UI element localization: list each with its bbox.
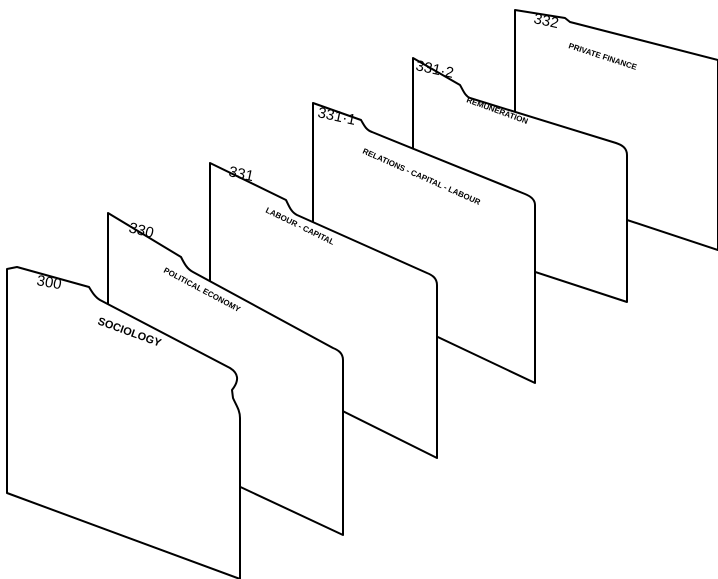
card-number: 330 <box>127 219 155 242</box>
card-number: 332 <box>532 10 560 32</box>
card-number: 331 <box>227 163 255 185</box>
guide-card-300: 300 SOCIOLOGY <box>6 266 241 579</box>
guide-card-331-1: 331·1 RELATIONS - CAPITAL - LABOUR <box>312 102 536 384</box>
guide-card-331: 331 LABOUR - CAPITAL <box>209 162 438 459</box>
card-number: 300 <box>35 272 63 293</box>
